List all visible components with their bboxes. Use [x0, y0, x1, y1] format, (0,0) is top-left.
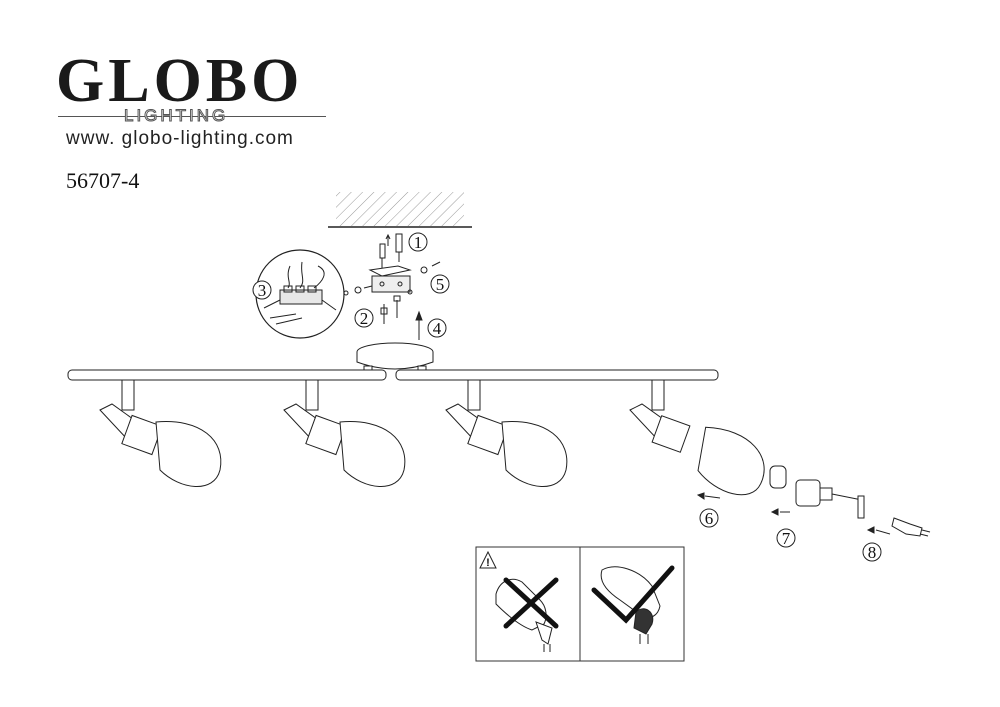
svg-text:2: 2 [360, 309, 369, 328]
screw-and-dowel-icon [379, 233, 403, 268]
logo-divider [58, 116, 326, 117]
step-2: 2 [354, 308, 374, 328]
direction-arrows [696, 492, 891, 535]
step-1: 1 [408, 232, 428, 252]
gloved-hand-icon [600, 566, 661, 644]
warning-triangle-icon: ! [479, 550, 497, 569]
bare-hand-icon [495, 578, 553, 652]
svg-text:6: 6 [705, 509, 714, 528]
approved-check-icon [591, 565, 675, 624]
spotlight-2 [283, 379, 406, 487]
ceiling [328, 192, 472, 228]
svg-text:4: 4 [433, 319, 442, 338]
step-7: 7 [776, 528, 796, 548]
step-4: 4 [427, 318, 447, 338]
svg-text:3: 3 [258, 281, 267, 300]
svg-text:5: 5 [436, 275, 445, 294]
step-6: 6 [699, 508, 719, 528]
bulb-handling-warning: ! [475, 546, 685, 662]
svg-text:8: 8 [868, 543, 877, 562]
brand-tagline: LIGHTING [123, 106, 229, 125]
lamp-ring [769, 465, 787, 489]
lamp-socket [795, 479, 821, 507]
spotlight-3 [445, 379, 568, 487]
g9-bulb [891, 517, 923, 537]
svg-text:7: 7 [782, 529, 791, 548]
svg-text:!: ! [486, 557, 490, 569]
spotlight-4-exploded [629, 379, 931, 537]
website-url[interactable]: www. globo-lighting.com [66, 128, 294, 149]
light-bar [67, 369, 719, 381]
prohibited-cross-icon [503, 577, 559, 629]
step-3: 3 [252, 280, 272, 300]
arrow-up-icon [415, 310, 423, 340]
step-5: 5 [430, 274, 450, 294]
fixing-screws-icon [343, 285, 401, 324]
spotlight-1 [99, 379, 222, 487]
brand-logo: GLOBO [56, 47, 304, 115]
model-number: 56707-4 [66, 168, 140, 193]
step-8: 8 [862, 542, 882, 562]
svg-text:1: 1 [414, 233, 423, 252]
ceiling-canopy [356, 342, 434, 375]
mounting-bracket-icon [368, 261, 441, 295]
